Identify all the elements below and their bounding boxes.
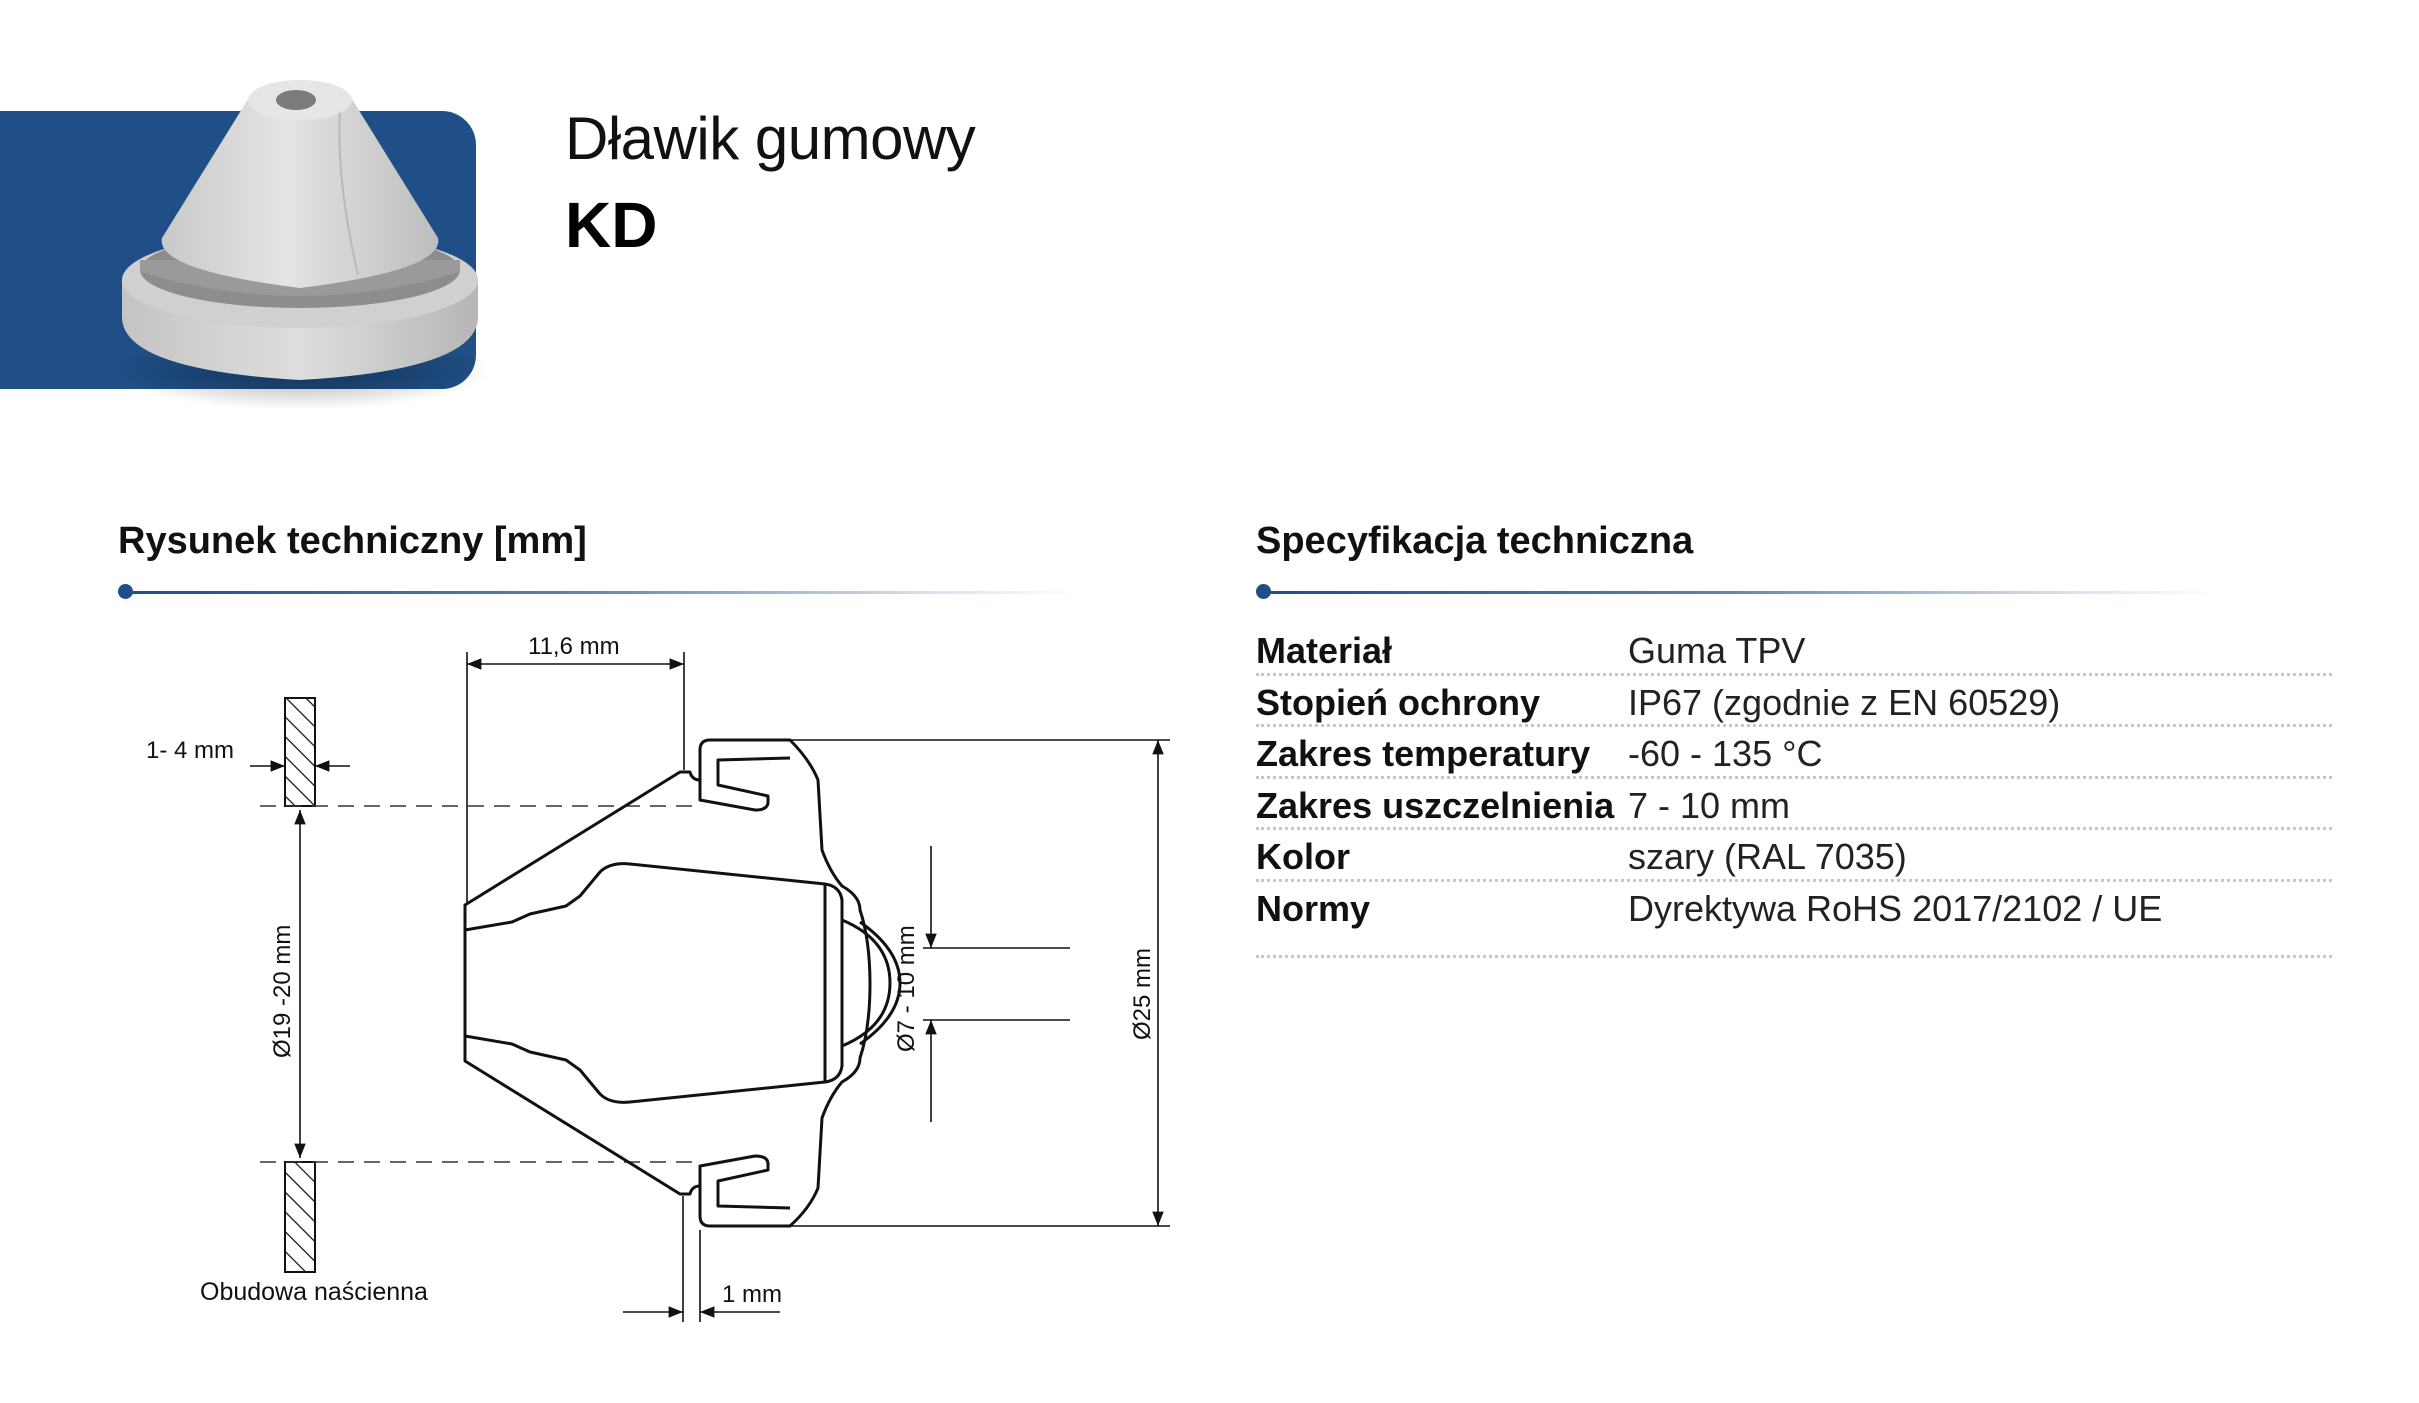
dimension-lines (250, 652, 1170, 1322)
spec-row: Zakres uszczelnienia 7 - 10 mm (1256, 779, 2332, 830)
gland-outline (463, 738, 902, 1228)
spec-value: Guma TPV (1628, 630, 1806, 671)
drawing-section-dot (118, 584, 133, 599)
spec-row: Zakres temperatury -60 - 135 °C (1256, 727, 2332, 779)
spec-label: Stopień ochrony (1256, 681, 1541, 723)
spec-label: Kolor (1256, 836, 1350, 877)
technical-drawing: 11,6 mm 1- 4 mm Ø19 -20 mm Ø7 - 10 mm Ø2… (146, 633, 1170, 1322)
spec-row: Normy Dyrektywa RoHS 2017/2102 / UE (1256, 882, 2332, 958)
dim-seal-range: Ø7 - 10 mm (893, 925, 920, 1052)
drawing-section-rule (124, 591, 1084, 594)
dim-hole-diameter: Ø19 -20 mm (269, 925, 296, 1058)
spec-row: Kolor szary (RAL 7035) (1256, 830, 2332, 882)
spec-value: 7 - 10 mm (1628, 784, 1791, 826)
spec-section-rule (1262, 591, 2222, 594)
dim-wall-thickness: 1- 4 mm (146, 737, 234, 764)
spec-table: Materiał Guma TPV Stopień ochrony IP67 (… (1256, 624, 2332, 958)
spec-label: Zakres temperatury (1256, 733, 1591, 774)
spec-row: Stopień ochrony IP67 (zgodnie z EN 60529… (1256, 676, 2332, 727)
spec-value: Dyrektywa RoHS 2017/2102 / UE (1628, 887, 2163, 929)
spec-section-dot (1256, 584, 1271, 599)
spec-label: Zakres uszczelnienia (1256, 784, 1615, 826)
spec-label: Materiał (1256, 630, 1393, 671)
drawing-section-title: Rysunek techniczny [mm] (118, 520, 587, 562)
spec-row: Materiał Guma TPV (1256, 624, 2332, 676)
spec-value: -60 - 135 °C (1628, 733, 1823, 774)
wall-caption: Obudowa naścienna (200, 1278, 428, 1306)
product-subtitle: Dławik gumowy (565, 105, 976, 172)
product-model: KD (565, 189, 658, 261)
dim-outer-diameter: Ø25 mm (1129, 948, 1156, 1040)
spec-section-title: Specyfikacja techniczna (1256, 520, 1694, 562)
product-photo (110, 80, 490, 410)
spec-label: Normy (1256, 887, 1371, 929)
hole-lines (260, 805, 695, 1163)
spec-value: IP67 (zgodnie z EN 60529) (1628, 681, 2061, 723)
spec-value: szary (RAL 7035) (1628, 836, 1907, 877)
dim-top-length: 11,6 mm (528, 633, 620, 660)
dim-flange-gap: 1 mm (722, 1281, 782, 1308)
